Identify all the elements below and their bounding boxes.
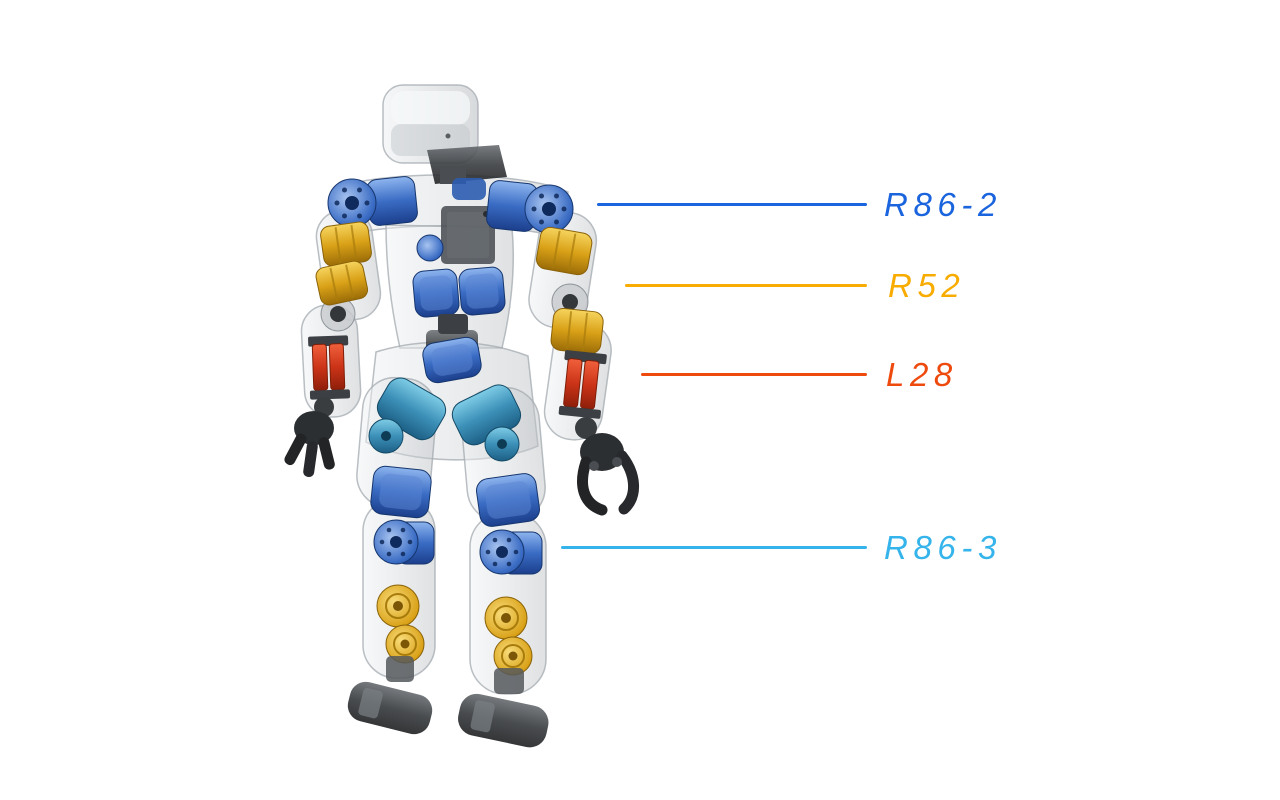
- shin-actuators-gold: [376, 584, 533, 676]
- callout-line-r86-3: [561, 546, 867, 549]
- arm-actuators-gold: [315, 221, 604, 355]
- callout-label-l28: L28: [886, 356, 958, 393]
- knee-actuators-blue: [370, 465, 543, 575]
- callout-label-r86-2: R86-2: [884, 186, 1002, 223]
- left-hand-gripper: [284, 397, 335, 478]
- forearm-actuators-red: [308, 335, 607, 419]
- torso-actuators-blue: [412, 266, 506, 334]
- callout-label-r52: R52: [888, 267, 966, 304]
- shoulder-actuators-blue: [327, 176, 574, 262]
- left-foot: [347, 656, 433, 735]
- right-hand-gripper: [575, 417, 639, 516]
- right-foot: [458, 668, 549, 748]
- hip-actuators: [368, 336, 522, 462]
- callout-line-l28: [641, 373, 867, 376]
- callout-label-r86-3: R86-3: [884, 529, 1002, 566]
- callout-line-r86-2: [597, 203, 867, 206]
- callout-line-r52: [625, 284, 867, 287]
